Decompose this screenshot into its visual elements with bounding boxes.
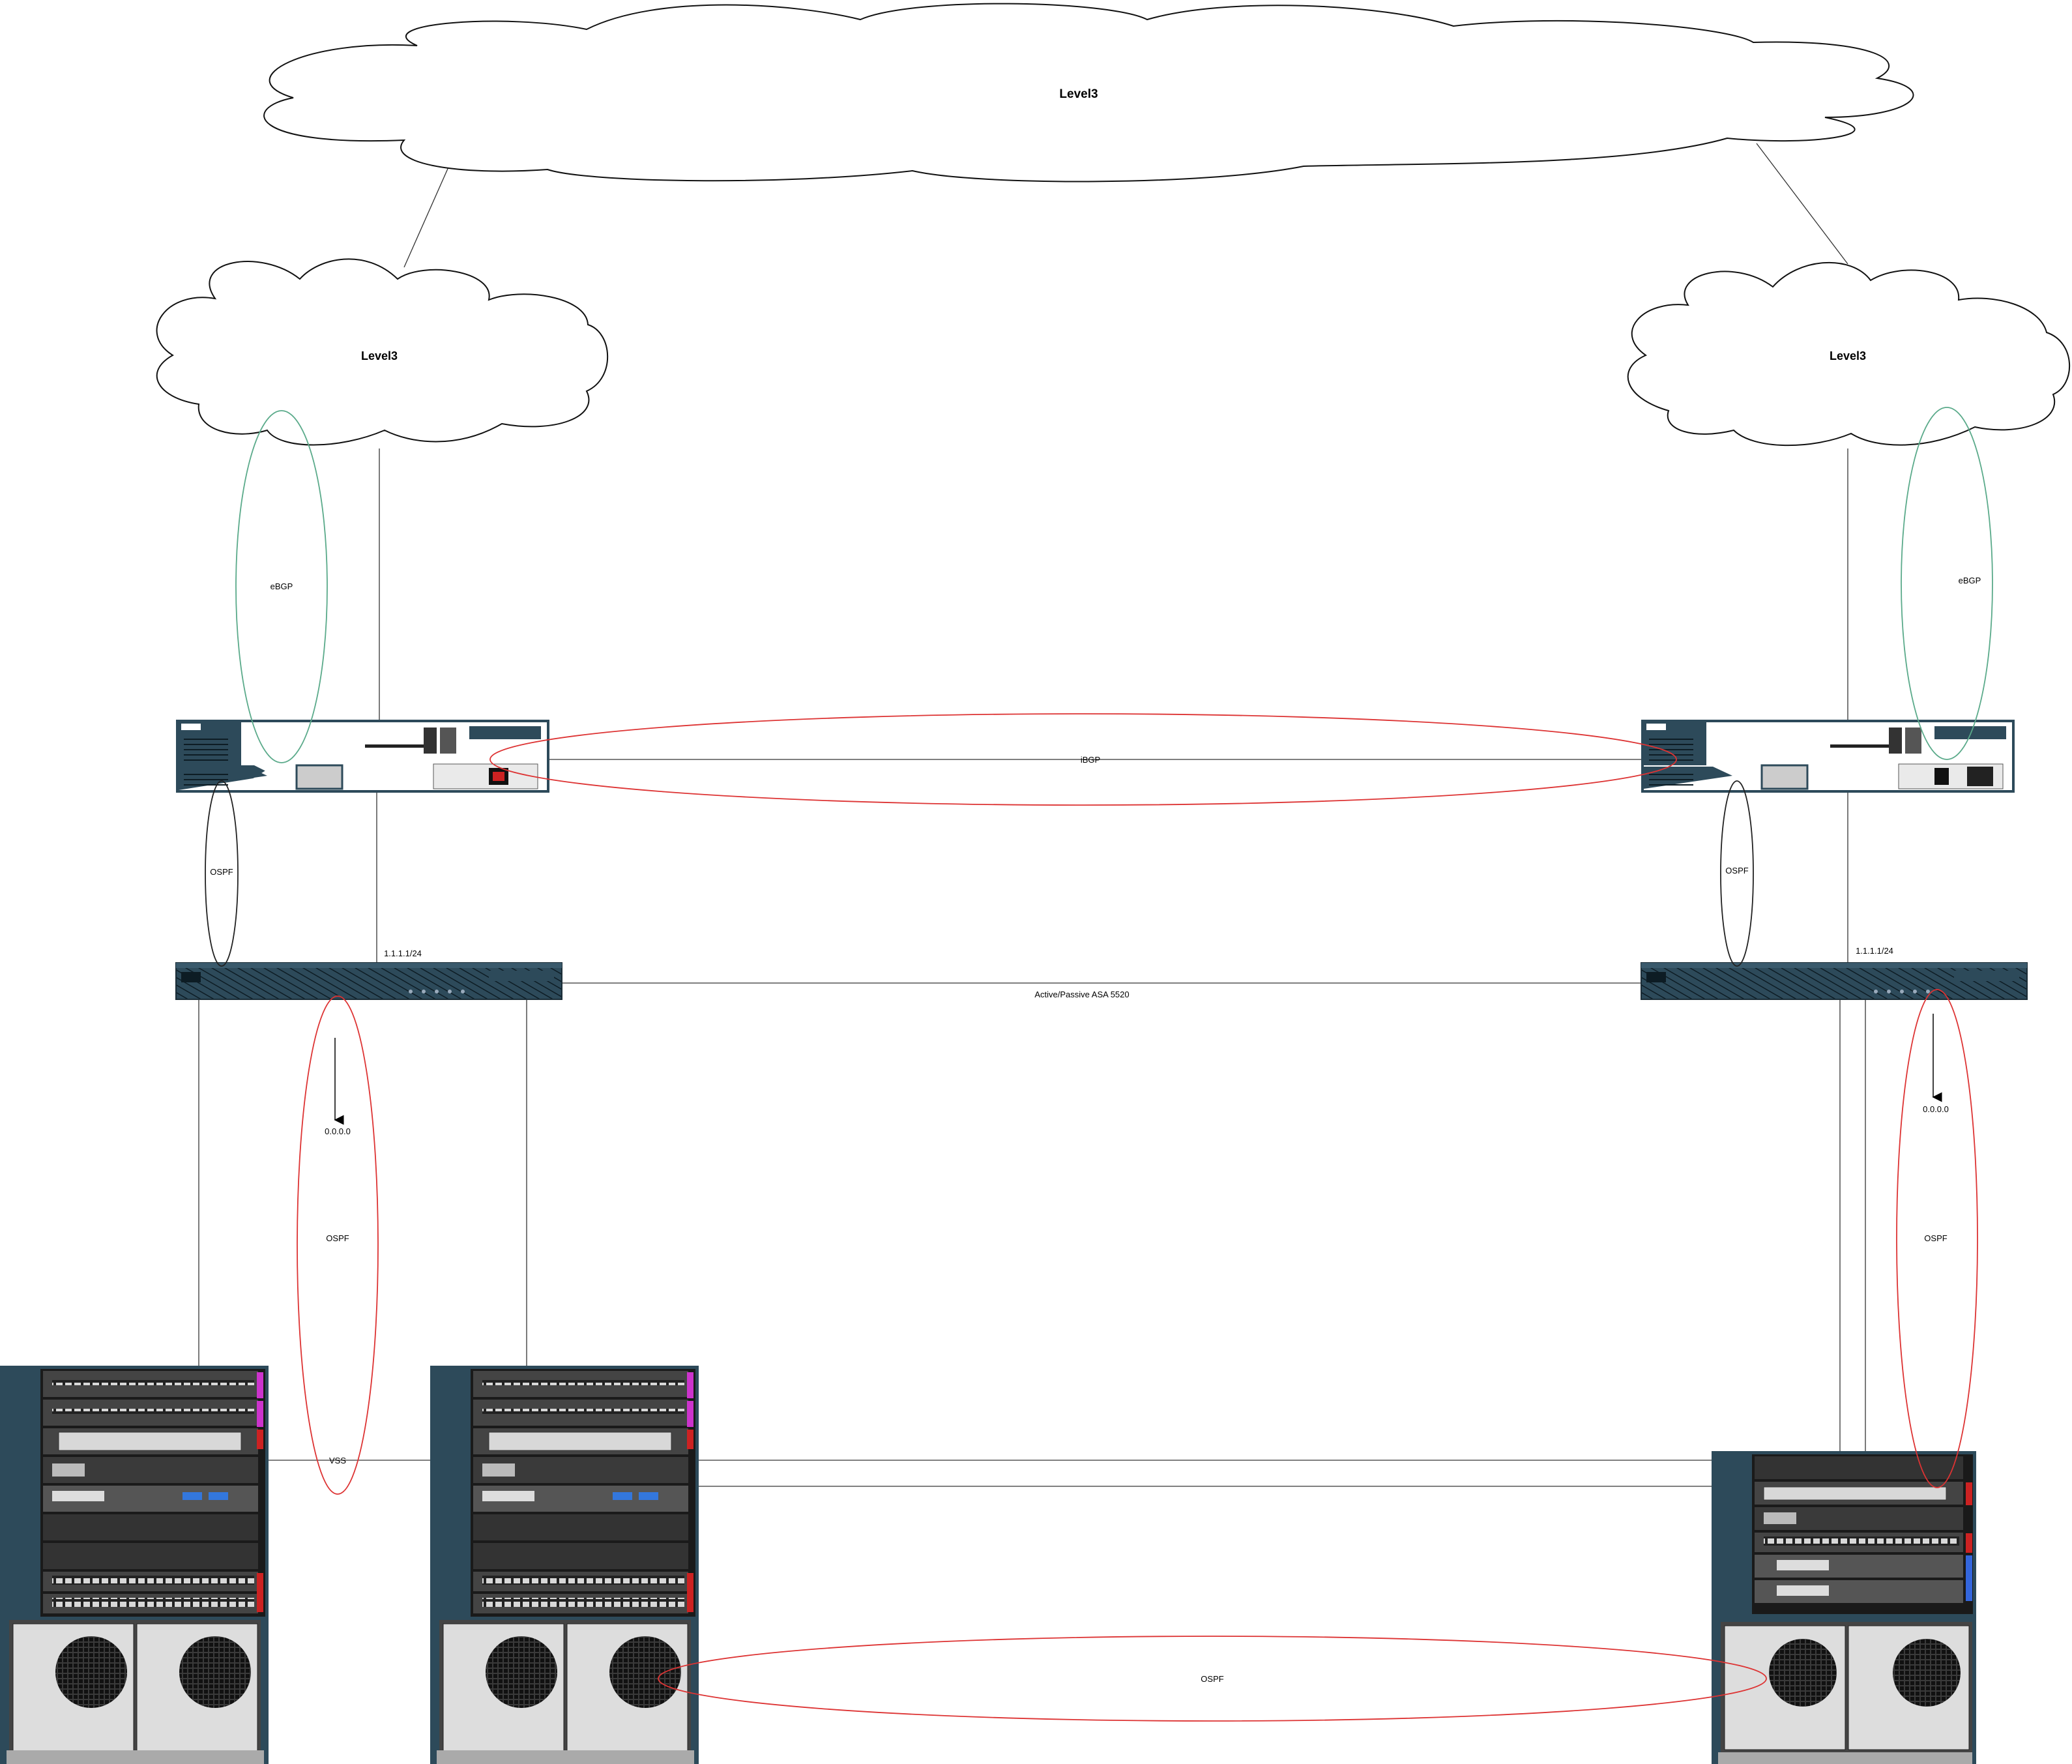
- fan-icon: [55, 1636, 127, 1708]
- ospf-ellipse-left-router: [205, 780, 239, 967]
- cisco-logo-icon: [1646, 972, 1666, 982]
- ebgp-ellipse-left: [235, 410, 328, 763]
- fan-icon: [179, 1636, 251, 1708]
- ospf-label-bottom: OSPF: [1201, 1674, 1223, 1684]
- default-route-label-left: 0.0.0.0: [325, 1126, 351, 1136]
- cloud-right-label: Level3: [1830, 349, 1866, 362]
- asa-right: [1641, 962, 2028, 1000]
- cisco-logo-icon: [181, 972, 201, 982]
- ebgp-ellipse-right: [1901, 407, 1993, 760]
- core-switch-2: [430, 1366, 699, 1764]
- cloud-top: Level3: [263, 3, 1914, 183]
- ibgp-ellipse: [489, 713, 1677, 806]
- cloud-right: Level3: [1627, 261, 2071, 447]
- cloud-left-label: Level3: [361, 349, 398, 362]
- ospf-ellipse-right-router: [1720, 780, 1754, 967]
- ospf-label-left-asa: OSPF: [326, 1233, 349, 1243]
- ellipses: [205, 407, 1993, 1722]
- asa-left: [175, 962, 562, 1000]
- ospf-ellipse-bottom: [658, 1636, 1767, 1722]
- ebgp-label-right: eBGP: [1959, 576, 1981, 585]
- ospf-ellipse-right-asa: [1896, 989, 1978, 1488]
- ospf-label-right-asa: OSPF: [1924, 1233, 1947, 1243]
- asa-pair-label: Active/Passive ASA 5520: [1034, 990, 1129, 999]
- labels: eBGP eBGP iBGP OSPF OSPF 1.1.1.1/24 1.1.…: [210, 576, 1981, 1684]
- fan-icon: [1893, 1639, 1961, 1707]
- core-switch-3: [1712, 1451, 1976, 1764]
- link-top-cloud-right-cloud: [1756, 143, 1848, 265]
- router-right: [1641, 720, 2015, 793]
- ospf-ellipse-left-asa: [297, 995, 379, 1495]
- cloud-left: Level3: [156, 258, 609, 446]
- cisco-logo-icon: [1646, 724, 1666, 730]
- fan-icon: [1769, 1639, 1837, 1707]
- link-top-cloud-left-cloud: [403, 164, 450, 268]
- asa-ip-label-right: 1.1.1.1/24: [1856, 946, 1893, 956]
- fan-icon: [486, 1636, 557, 1708]
- ebgp-label-left: eBGP: [270, 581, 293, 591]
- cisco-logo-icon: [181, 724, 201, 730]
- cloud-top-label: Level3: [1059, 87, 1098, 101]
- fan-icon: [609, 1636, 681, 1708]
- vss-label: VSS: [329, 1456, 346, 1465]
- power-switch-icon: [1934, 768, 1949, 785]
- router-left: [176, 720, 549, 793]
- ibgp-label: iBGP: [1081, 755, 1100, 765]
- connections: [198, 143, 1866, 1487]
- asa-ip-label-left: 1.1.1.1/24: [384, 948, 422, 958]
- ospf-label-right-router: OSPF: [1725, 866, 1748, 875]
- ospf-label-left-router: OSPF: [210, 867, 233, 877]
- default-route-label-right: 0.0.0.0: [1923, 1104, 1949, 1114]
- core-switch-1: [0, 1366, 269, 1764]
